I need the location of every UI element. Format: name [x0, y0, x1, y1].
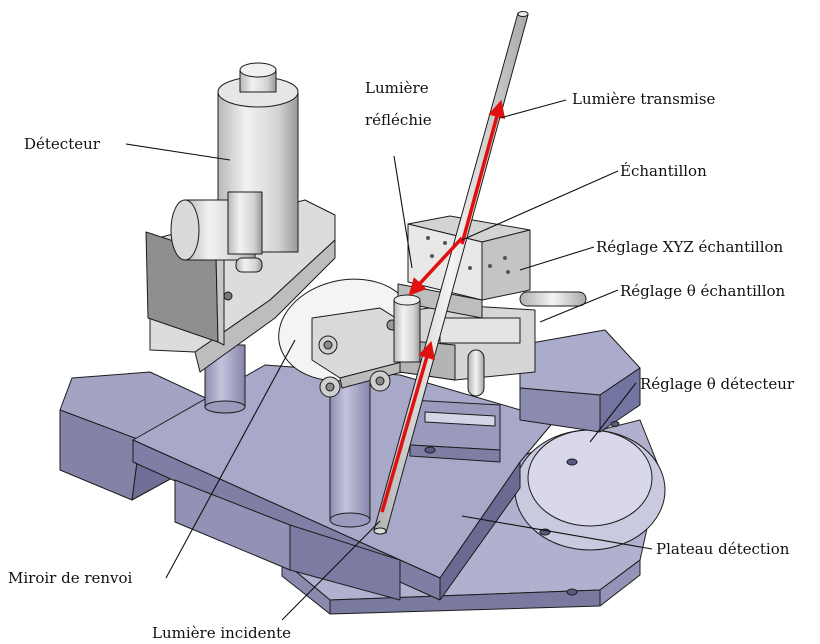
bolt-hole — [424, 446, 436, 454]
label-reglage-theta-echantillon: Réglage θ échantillon — [620, 282, 786, 300]
transmitted-beam — [460, 99, 506, 245]
leader-lumiere-incidente — [281, 520, 381, 621]
xyz-adjust-handle — [519, 291, 587, 307]
label-detecteur: Détecteur — [24, 135, 101, 153]
incident-beam — [380, 340, 436, 513]
label-reglage-theta-detecteur: Réglage θ détecteur — [640, 375, 795, 393]
detector-knob — [235, 257, 263, 273]
theta-adjust-handle — [467, 349, 485, 397]
pillars — [204, 344, 371, 528]
label-lumiere-transmise: Lumière transmise — [572, 90, 716, 108]
leader-echantillon — [461, 170, 619, 241]
light-beams — [380, 99, 506, 513]
xyz-block-side — [481, 229, 531, 301]
leader-reglage-theta-detecteur — [589, 382, 637, 443]
leader-lumiere-transmise — [499, 99, 567, 119]
label-lumiere-reflechie-line2: réfléchie — [365, 111, 432, 129]
bolt-hole — [566, 458, 578, 466]
leader-reglage-theta-echantillon — [539, 289, 619, 323]
label-reglage-xyz: Réglage XYZ échantillon — [596, 238, 784, 256]
leader-miroir-de-renvoi — [165, 339, 296, 579]
leader-lines — [125, 99, 653, 621]
label-miroir-de-renvoi: Miroir de renvoi — [8, 569, 133, 587]
label-plateau-detection: Plateau détection — [656, 540, 790, 558]
leader-plateau-detection — [461, 515, 653, 550]
leader-detecteur — [125, 143, 231, 161]
label-echantillon: Échantillon — [620, 162, 707, 180]
label-lumiere-reflechie-line1: Lumière — [365, 79, 429, 97]
leader-lumiere-reflechie — [393, 155, 413, 269]
bolt-hole — [566, 588, 578, 596]
labels: Détecteur Lumière réfléchie Lumière tran… — [8, 79, 795, 642]
detector-assembly — [145, 62, 336, 373]
reflected-beam — [408, 236, 464, 296]
label-lumiere-incidente: Lumière incidente — [152, 624, 291, 642]
bolt-hole — [610, 421, 620, 427]
leader-reglage-xyz — [519, 246, 595, 271]
